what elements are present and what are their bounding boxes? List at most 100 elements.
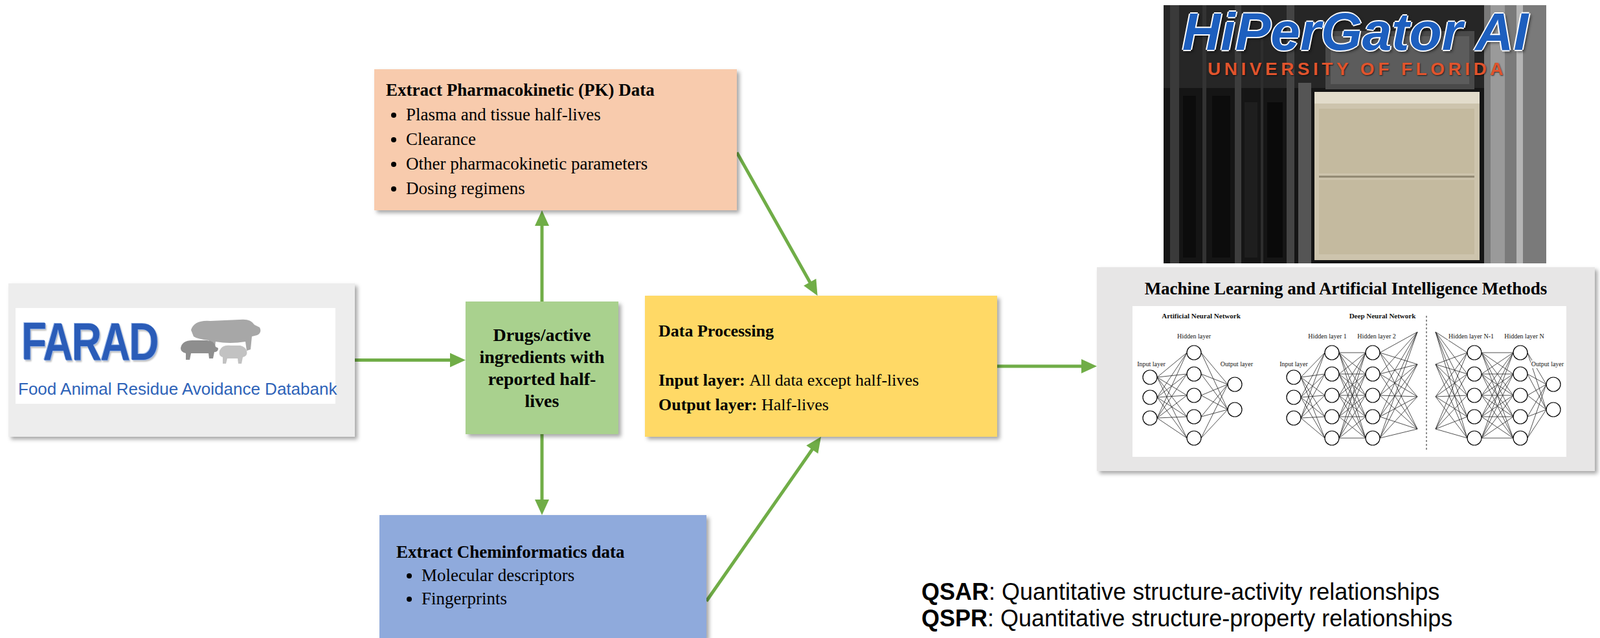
network-link bbox=[1435, 396, 1468, 439]
network-link bbox=[1481, 438, 1514, 440]
network-neuron bbox=[1324, 367, 1340, 382]
network-neuron bbox=[1286, 411, 1301, 426]
network-neuron bbox=[1467, 345, 1482, 361]
acronym-definition: : Quantitative structure-property relati… bbox=[987, 605, 1453, 632]
network-link bbox=[1157, 377, 1187, 417]
network-link bbox=[1435, 352, 1468, 365]
network-link bbox=[1527, 352, 1547, 410]
network-link bbox=[1201, 384, 1228, 417]
flow-arrow bbox=[534, 210, 550, 302]
network-link bbox=[1481, 416, 1514, 439]
network-link bbox=[1481, 395, 1514, 439]
arrow-shaft bbox=[540, 219, 544, 302]
box-text: Drugs/active ingredients with reported h… bbox=[473, 324, 611, 413]
acronym: QSPR bbox=[921, 605, 988, 632]
network-link bbox=[1435, 332, 1468, 353]
network-neuron bbox=[1186, 367, 1202, 382]
network-neuron bbox=[1324, 409, 1340, 425]
network-link bbox=[1481, 352, 1514, 375]
network-neuron bbox=[1142, 370, 1158, 385]
network-link bbox=[1481, 352, 1514, 396]
bullet-item: Plasma and tissue half-lives bbox=[405, 102, 728, 127]
network-link bbox=[1527, 395, 1547, 410]
network-neuron bbox=[1227, 377, 1242, 392]
flow-arrow bbox=[706, 437, 822, 602]
network-neuron bbox=[1513, 409, 1528, 425]
network-neuron bbox=[1286, 390, 1301, 405]
network-neuron bbox=[1467, 367, 1482, 382]
text-row: QSPR: Quantitative structure-property re… bbox=[921, 605, 1453, 632]
network-link bbox=[1481, 352, 1514, 439]
network-link bbox=[1481, 352, 1514, 396]
arrow-head bbox=[806, 437, 822, 454]
network-link bbox=[1481, 352, 1514, 417]
network-link bbox=[1435, 332, 1468, 375]
network-neuron bbox=[1142, 411, 1158, 426]
network-link bbox=[1300, 374, 1325, 419]
network-link bbox=[1527, 384, 1547, 439]
network-link bbox=[1527, 384, 1547, 396]
network-neuron bbox=[1324, 388, 1340, 403]
process-box: Drugs/active ingredients with reported h… bbox=[465, 301, 619, 435]
network-link bbox=[1339, 352, 1366, 375]
network-link bbox=[1339, 352, 1366, 439]
bullet-list: Molecular descriptorsFingerprints bbox=[396, 563, 698, 611]
field-name: Input layer: bbox=[658, 371, 746, 390]
arrow-shaft bbox=[706, 444, 816, 602]
network-link bbox=[1435, 332, 1468, 439]
database-logo-box: FARADFood Animal Residue Avoidance Datab… bbox=[8, 283, 355, 438]
flow-arrow bbox=[736, 152, 818, 296]
network-link bbox=[1339, 416, 1366, 439]
network-link bbox=[1201, 374, 1228, 410]
network-link bbox=[1157, 352, 1187, 378]
supercomputer-photo bbox=[1163, 5, 1547, 264]
network-link bbox=[1339, 352, 1366, 375]
text-row: Input layer:All data except half-lives bbox=[658, 368, 989, 394]
network-neuron bbox=[1467, 409, 1482, 425]
network-neuron bbox=[1365, 388, 1380, 403]
flow-arrow bbox=[354, 353, 466, 368]
bullet-item: Other pharmacokinetic parameters bbox=[405, 151, 728, 177]
network-link bbox=[1300, 397, 1325, 439]
network-link bbox=[1157, 374, 1187, 419]
network-link bbox=[1339, 416, 1366, 439]
network-neuron bbox=[1467, 388, 1482, 403]
network-link bbox=[1300, 352, 1325, 378]
network-link bbox=[1157, 397, 1187, 439]
network-link bbox=[1379, 332, 1418, 439]
network-link bbox=[1339, 352, 1366, 417]
process-box: Data ProcessingInput layer:All data exce… bbox=[644, 295, 998, 438]
network-link bbox=[1157, 374, 1187, 378]
network-neuron bbox=[1286, 370, 1301, 385]
network-neuron bbox=[1324, 431, 1340, 446]
network-neuron bbox=[1324, 345, 1340, 361]
network-link bbox=[1339, 352, 1366, 417]
flow-arrow bbox=[534, 434, 550, 516]
livestock-silhouette bbox=[178, 310, 263, 370]
network-link bbox=[1201, 384, 1228, 439]
network-link bbox=[1379, 364, 1418, 417]
network-link bbox=[1300, 416, 1325, 419]
arrow-shaft bbox=[736, 152, 814, 289]
network-link bbox=[1435, 395, 1468, 397]
network-neuron bbox=[1546, 402, 1561, 417]
network-link bbox=[1481, 395, 1514, 439]
bullet-item: Fingerprints bbox=[421, 587, 698, 611]
network-neuron bbox=[1513, 345, 1528, 361]
bullet-item: Dosing regimens bbox=[405, 176, 728, 201]
network-link bbox=[1201, 352, 1228, 410]
network-link bbox=[1300, 352, 1325, 419]
acronym-definition: : Quantitative structure-activity relati… bbox=[988, 578, 1440, 606]
network-link bbox=[1379, 332, 1418, 396]
network-link bbox=[1339, 395, 1366, 439]
process-box: Extract Pharmacokinetic (PK) DataPlasma … bbox=[374, 69, 737, 211]
network-neuron bbox=[1467, 431, 1482, 446]
network-link bbox=[1379, 332, 1418, 353]
field-name: Output layer: bbox=[658, 395, 757, 415]
network-link bbox=[1435, 396, 1468, 417]
acronym: QSAR bbox=[921, 578, 989, 606]
box-heading: Extract Pharmacokinetic (PK) Data bbox=[385, 77, 728, 103]
arrow-shaft bbox=[540, 434, 544, 507]
network-link bbox=[1481, 352, 1514, 375]
